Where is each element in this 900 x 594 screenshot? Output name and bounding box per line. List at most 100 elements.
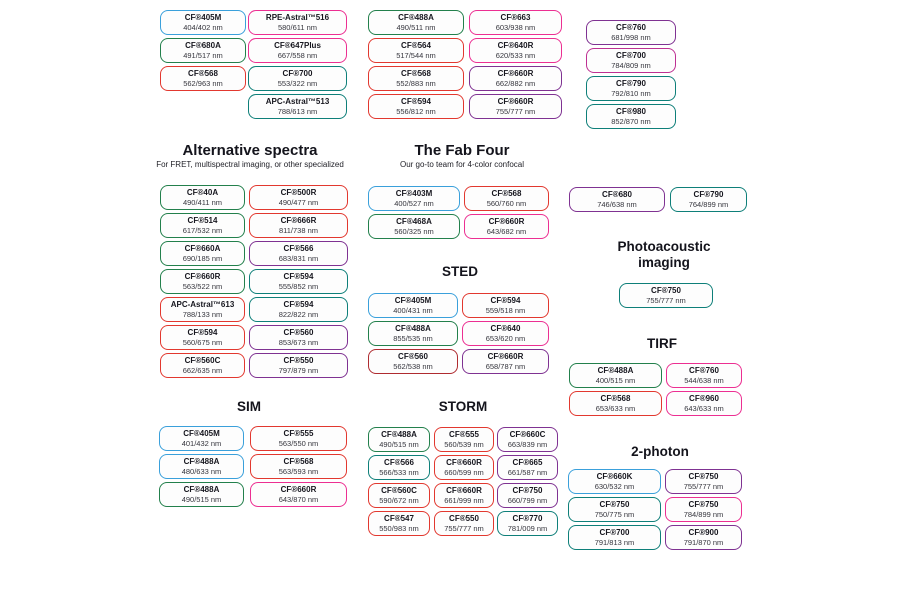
dye-name: CF®566 — [283, 244, 314, 253]
section-subtitle: Our go-to team for 4-color confocal — [399, 160, 525, 169]
dye-name: CF®660R — [280, 485, 317, 494]
dye-name: CF®700 — [282, 69, 313, 78]
dye-name: CF®488A — [183, 457, 220, 466]
dye-wavelengths: 660/799 nm — [507, 496, 548, 505]
dye-name: CF®960 — [689, 394, 719, 403]
dye-wavelengths: 563/593 nm — [278, 467, 319, 476]
dye-wavelengths: 401/432 nm — [181, 439, 222, 448]
dye-wavelengths: 559/518 nm — [485, 306, 526, 315]
dye-wavelengths: 662/882 nm — [495, 79, 536, 88]
dye-name: CF®770 — [512, 514, 543, 523]
dye-name: CF®488A — [398, 13, 434, 22]
dye-name: CF®594 — [401, 97, 431, 106]
dye-wavelengths: 764/899 nm — [688, 200, 729, 209]
dye-wavelengths: 661/587 nm — [507, 468, 548, 477]
dye-wavelengths: 784/899 nm — [683, 510, 724, 519]
dye-wavelengths: 797/879 nm — [278, 366, 319, 375]
dye-name: CF®760 — [689, 366, 719, 375]
section-heading-sim: SIM — [237, 398, 261, 415]
dye-wavelengths: 603/938 nm — [495, 23, 536, 32]
dye-wavelengths: 552/883 nm — [396, 79, 436, 88]
dye-name: CF®468A — [396, 217, 432, 226]
dye-wavelengths: 852/870 nm — [611, 117, 651, 126]
dye-name: CF®660R — [488, 217, 525, 226]
section-heading-alternative-spectra: Alternative spectra For FRET, multispect… — [156, 142, 344, 170]
dye-wavelengths: 784/809 nm — [611, 61, 651, 70]
dye-name: CF®660C — [509, 430, 546, 439]
dye-name: CF®647Plus — [274, 41, 321, 50]
dye-name: CF®500R — [280, 188, 317, 197]
dye-wavelengths: 560/760 nm — [486, 199, 527, 208]
dye-name: CF®488A — [183, 485, 220, 494]
dye-name: CF®750 — [651, 286, 681, 295]
dye-name: CF®550 — [449, 514, 479, 523]
section-heading-2-photon: 2-photon — [631, 443, 689, 460]
dye-name: CF®760 — [616, 23, 646, 32]
dye-name: CF®568 — [401, 69, 431, 78]
dye-wavelengths: 560/539 nm — [444, 440, 484, 449]
dye-name: CF®750 — [688, 500, 719, 509]
section-title: Photoacoustic imaging — [617, 239, 711, 270]
section-title: Alternative spectra — [182, 142, 318, 159]
dye-name: CF®660R — [497, 69, 534, 78]
dye-name: CF®660A — [184, 244, 221, 253]
section-title: 2-photon — [631, 444, 689, 459]
dye-wavelengths: 490/515 nm — [181, 495, 222, 504]
dye-name: CF®405M — [394, 296, 432, 305]
dye-wavelengths: 755/777 nm — [683, 482, 724, 491]
dye-wavelengths: 550/983 nm — [379, 524, 419, 533]
dye-wavelengths: 667/558 nm — [277, 51, 318, 60]
section-heading-fab-four: The Fab Four Our go-to team for 4-color … — [400, 142, 524, 170]
dye-wavelengths: 653/620 nm — [485, 334, 526, 343]
dye-name: CF®564 — [401, 41, 431, 50]
dye-name: CF®750 — [599, 500, 630, 509]
dye-wavelengths: 746/638 nm — [597, 200, 637, 209]
dye-name: CF®550 — [283, 356, 314, 365]
dye-name: APC-Astral™513 — [265, 97, 330, 106]
dye-wavelengths: 563/550 nm — [278, 439, 319, 448]
dye-wavelengths: 560/325 nm — [394, 227, 434, 236]
dye-name: CF®665 — [512, 458, 543, 467]
dye-wavelengths: 788/613 nm — [277, 107, 318, 116]
dye-wavelengths: 562/963 nm — [183, 79, 223, 88]
dye-name: CF®594 — [490, 296, 521, 305]
dye-wavelengths: 681/998 nm — [611, 33, 651, 42]
dye-name: CF®568 — [283, 457, 314, 466]
dye-wavelengths: 556/812 nm — [396, 107, 436, 116]
dye-wavelengths: 580/611 nm — [277, 23, 318, 32]
dye-name: CF®700 — [616, 51, 646, 60]
dye-wavelengths: 660/599 nm — [444, 468, 484, 477]
